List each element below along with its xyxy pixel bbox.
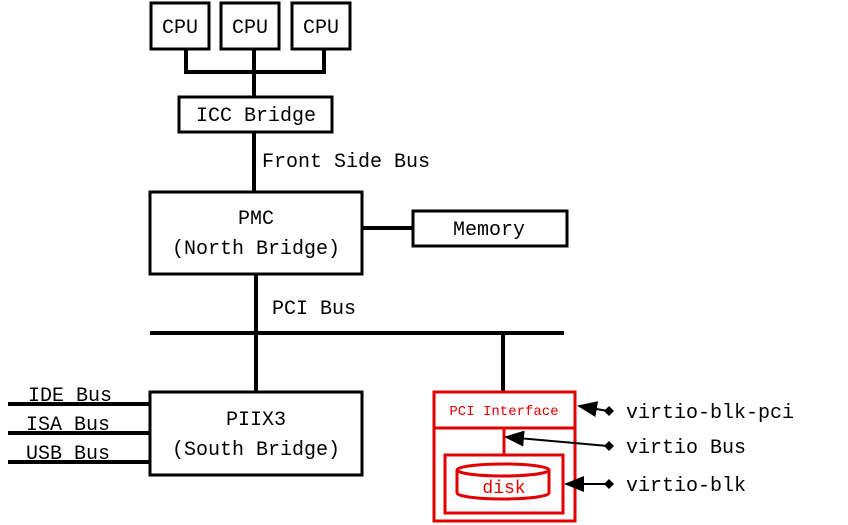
cpu-label-3: CPU xyxy=(303,17,339,40)
memory-label: Memory xyxy=(453,219,525,242)
pci-interface-label: PCI Interface xyxy=(449,404,558,420)
virtio-blk-pci-annotation: virtio-blk-pci xyxy=(626,402,794,425)
cpu-box-2: CPU xyxy=(219,1,281,51)
memory-box: Memory xyxy=(411,209,569,248)
cpu-label-1: CPU xyxy=(162,17,198,40)
pci-bus-label: PCI Bus xyxy=(272,298,356,321)
front-side-bus-label: Front Side Bus xyxy=(262,151,430,174)
virtio-blk-box xyxy=(443,453,565,515)
disk-icon xyxy=(455,462,551,501)
cpu-box-1: CPU xyxy=(149,1,211,51)
cpu-connector-lines xyxy=(184,48,326,98)
south-bridge-subtitle: (South Bridge) xyxy=(172,439,340,462)
south-bridge-title: PIIX3 xyxy=(226,409,286,432)
virtio-device: PCI Interface disk xyxy=(432,390,577,523)
icc-bridge-box: ICC Bridge xyxy=(177,95,334,134)
isa-bus-label: ISA Bus xyxy=(26,414,110,437)
cpu-box-3: CPU xyxy=(290,1,352,51)
cpu-label-2: CPU xyxy=(232,17,268,40)
ide-bus-label: IDE Bus xyxy=(28,385,112,408)
north-bridge-box: PMC (North Bridge) xyxy=(148,190,364,276)
usb-bus-label: USB Bus xyxy=(26,443,110,466)
annotation-arrows xyxy=(504,401,614,492)
virtio-blk-annotation: virtio-blk xyxy=(626,475,746,498)
disk-label: disk xyxy=(482,479,525,499)
virtio-bus-annotation: virtio Bus xyxy=(626,437,746,460)
south-bus-lines xyxy=(8,402,150,464)
north-bridge-subtitle: (North Bridge) xyxy=(172,238,340,261)
north-bridge-title: PMC xyxy=(238,208,274,231)
south-bridge-box: PIIX3 (South Bridge) xyxy=(148,390,364,477)
icc-bridge-label: ICC Bridge xyxy=(196,105,316,128)
